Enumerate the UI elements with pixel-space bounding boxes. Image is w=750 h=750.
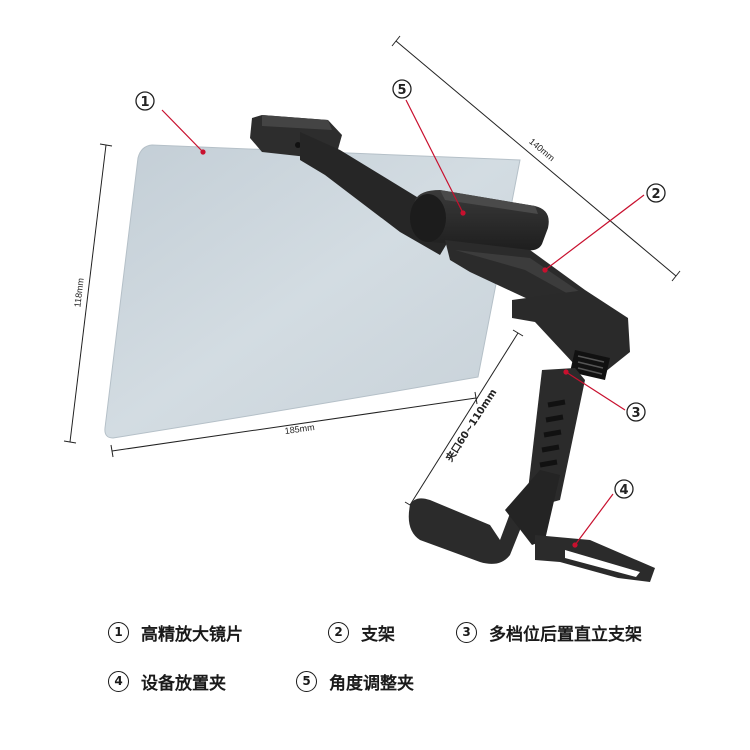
legend-item-device-holder: 4 设备放置夹 (108, 669, 226, 694)
legend-label-bracket: 支架 (361, 625, 395, 645)
parts-legend: 1 高精放大镜片 2 支架 3 多档位后置直立支架 4 设备放置夹 5 角度调整… (0, 600, 750, 720)
callout-3: 3 (626, 402, 646, 422)
leader-lines (161, 99, 645, 548)
callout-5-number: 5 (397, 83, 406, 98)
clamp-range-label: 夹口60~110mm (443, 386, 500, 464)
legend-number-3: 3 (456, 622, 477, 643)
callout-4: 4 (614, 479, 634, 499)
magnifier-lens (104, 144, 521, 439)
legend-label-angle-clamp: 角度调整夹 (329, 674, 414, 694)
legend-item-rear-stand: 3 多档位后置直立支架 (456, 620, 642, 645)
height-dimension (63, 143, 113, 444)
callout-1: 1 (135, 91, 155, 111)
callout-4-number: 4 (619, 483, 628, 498)
legend-number-5: 5 (296, 671, 317, 692)
callout-3-number: 3 (631, 406, 640, 421)
arm-length-label: 140mm (527, 136, 556, 163)
legend-item-bracket: 2 支架 (328, 620, 395, 645)
support-arm (445, 240, 585, 302)
callout-2: 2 (646, 183, 666, 203)
angle-adjust-clamp (410, 190, 549, 251)
legend-label-lens: 高精放大镜片 (141, 625, 243, 645)
callout-2-number: 2 (651, 187, 660, 202)
callout-5: 5 (392, 79, 412, 99)
legend-item-angle-clamp: 5 角度调整夹 (296, 669, 414, 694)
legend-number-4: 4 (108, 671, 129, 692)
arm-length-dimension (391, 35, 681, 282)
device-holder (408, 470, 655, 582)
legend-number-2: 2 (328, 622, 349, 643)
legend-label-rear-stand: 多档位后置直立支架 (489, 625, 642, 645)
hinge-block (512, 290, 630, 380)
legend-number-1: 1 (108, 622, 129, 643)
width-dimension (110, 391, 478, 458)
legend-item-lens: 1 高精放大镜片 (108, 620, 243, 645)
width-dimension-label: 185mm (284, 422, 315, 436)
height-dimension-label: 118mm (72, 277, 86, 307)
callout-1-number: 1 (140, 95, 149, 110)
legend-label-device-holder: 设备放置夹 (141, 674, 226, 694)
